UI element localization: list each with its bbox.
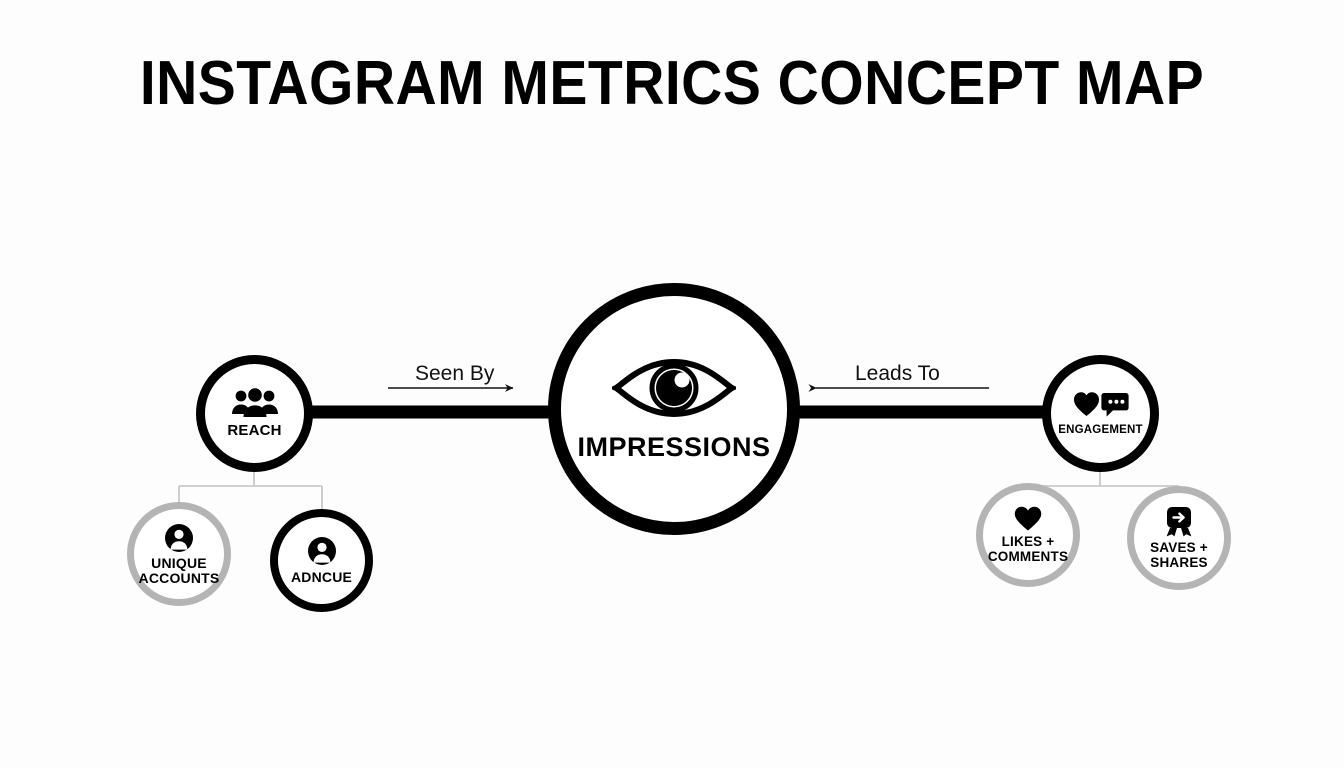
node-saves-shares-label-line1: SAVES +: [1150, 540, 1208, 556]
edge-label-seen-by: Seen By: [415, 362, 495, 385]
person-icon: [164, 523, 194, 553]
node-saves-shares-label-line2: SHARES: [1150, 554, 1208, 570]
node-likes-comments-label-line1: LIKES +: [1001, 534, 1055, 550]
eye-icon: [609, 357, 739, 419]
node-likes-comments[interactable]: LIKES + COMMENTS: [976, 483, 1080, 587]
node-engagement-label: ENGAGEMENT: [1058, 423, 1143, 436]
page-title: INSTAGRAM METRICS CONCEPT MAP: [139, 49, 1205, 118]
node-engagement[interactable]: ENGAGEMENT: [1042, 355, 1159, 472]
person-icon: [307, 536, 337, 566]
node-impressions[interactable]: IMPRESSIONS: [548, 283, 800, 535]
node-unique-accounts-label-line1: UNIQUE: [151, 554, 207, 571]
save-share-badge-icon: [1164, 506, 1194, 538]
node-adncue[interactable]: ADNCUE: [270, 509, 373, 612]
node-unique-accounts-label-line2: ACCOUNTS: [138, 569, 220, 586]
node-unique-accounts[interactable]: UNIQUE ACCOUNTS: [127, 502, 231, 606]
people-group-icon: [231, 388, 279, 418]
node-reach-label: REACH: [227, 422, 282, 440]
bracket-reach-children: [178, 472, 323, 510]
node-reach[interactable]: REACH: [196, 355, 313, 472]
node-impressions-label: IMPRESSIONS: [577, 431, 771, 462]
edge-label-leads-to: Leads To: [855, 362, 940, 385]
heart-icon: [1014, 506, 1042, 532]
heart-chat-icon: [1073, 391, 1129, 419]
node-likes-comments-label-line2: COMMENTS: [987, 548, 1069, 564]
node-saves-shares[interactable]: SAVES + SHARES: [1127, 486, 1231, 590]
node-adncue-label: ADNCUE: [290, 569, 353, 586]
